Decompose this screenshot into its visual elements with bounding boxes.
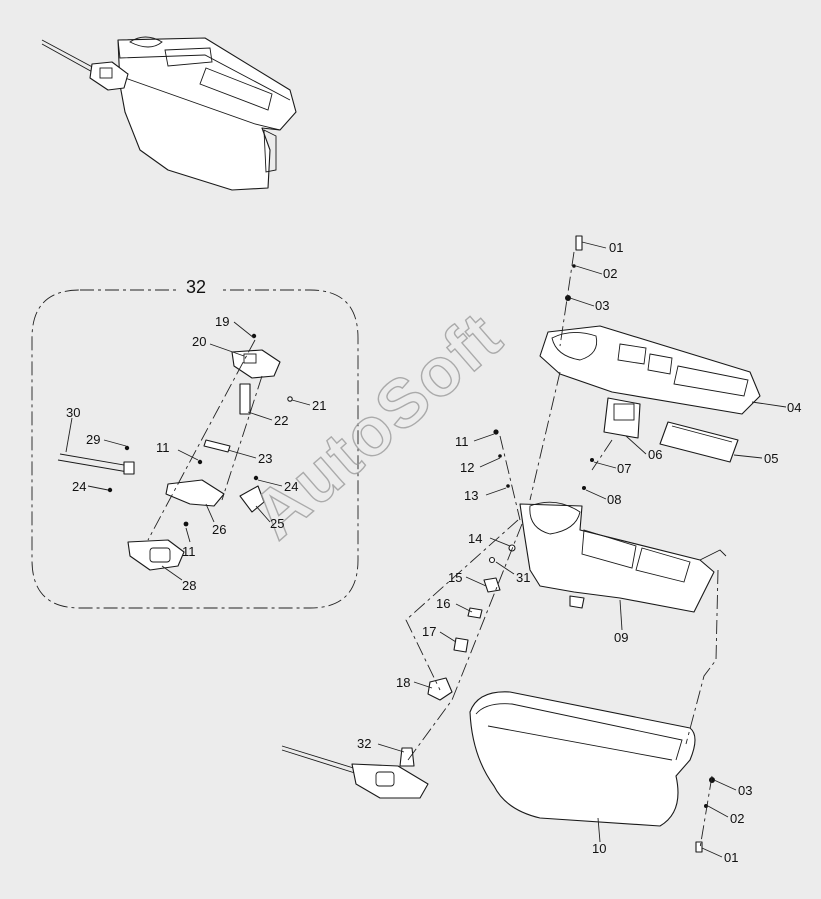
- main-parts: [281, 235, 761, 853]
- callout-22: 22: [274, 413, 288, 428]
- callout-01: 01: [609, 240, 623, 255]
- callout-30: 30: [66, 405, 80, 420]
- callout-24-right: 24: [284, 479, 298, 494]
- callout-08: 08: [607, 492, 621, 507]
- callout-26: 26: [212, 522, 226, 537]
- group-label: 32: [186, 277, 206, 297]
- callout-02-lower: 02: [730, 811, 744, 826]
- group-32-parts: [57, 333, 293, 571]
- callout-15: 15: [448, 570, 462, 585]
- callout-31: 31: [516, 570, 530, 585]
- callout-10: 10: [592, 841, 606, 856]
- callout-23: 23: [258, 451, 272, 466]
- assembled-console: [41, 36, 297, 191]
- callout-11: 11: [455, 434, 469, 449]
- callout-13: 13: [464, 488, 478, 503]
- leader-lines: [65, 241, 787, 858]
- callout-21: 21: [312, 398, 326, 413]
- callout-14: 14: [468, 531, 482, 546]
- callout-11-group-lower: 11: [182, 544, 196, 559]
- group-32-frame: [31, 289, 359, 609]
- callouts: 01 02 03 04 05 06 07 08 09 10 11 12 13 1…: [66, 240, 801, 865]
- callout-03: 03: [595, 298, 609, 313]
- callout-06: 06: [648, 447, 662, 462]
- callout-12: 12: [460, 460, 474, 475]
- callout-05: 05: [764, 451, 778, 466]
- callout-01-lower: 01: [724, 850, 738, 865]
- callout-09: 09: [614, 630, 628, 645]
- callout-20: 20: [192, 334, 206, 349]
- callout-04: 04: [787, 400, 801, 415]
- callout-32: 32: [357, 736, 371, 751]
- callout-11-group-upper: 11: [156, 440, 170, 455]
- callout-29: 29: [86, 432, 100, 447]
- callout-24-left: 24: [72, 479, 86, 494]
- callout-17: 17: [422, 624, 436, 639]
- callout-25: 25: [270, 516, 284, 531]
- callout-02: 02: [603, 266, 617, 281]
- callout-07: 07: [617, 461, 631, 476]
- callout-28: 28: [182, 578, 196, 593]
- callout-03-lower: 03: [738, 783, 752, 798]
- callout-16: 16: [436, 596, 450, 611]
- callout-18: 18: [396, 675, 410, 690]
- callout-19: 19: [215, 314, 229, 329]
